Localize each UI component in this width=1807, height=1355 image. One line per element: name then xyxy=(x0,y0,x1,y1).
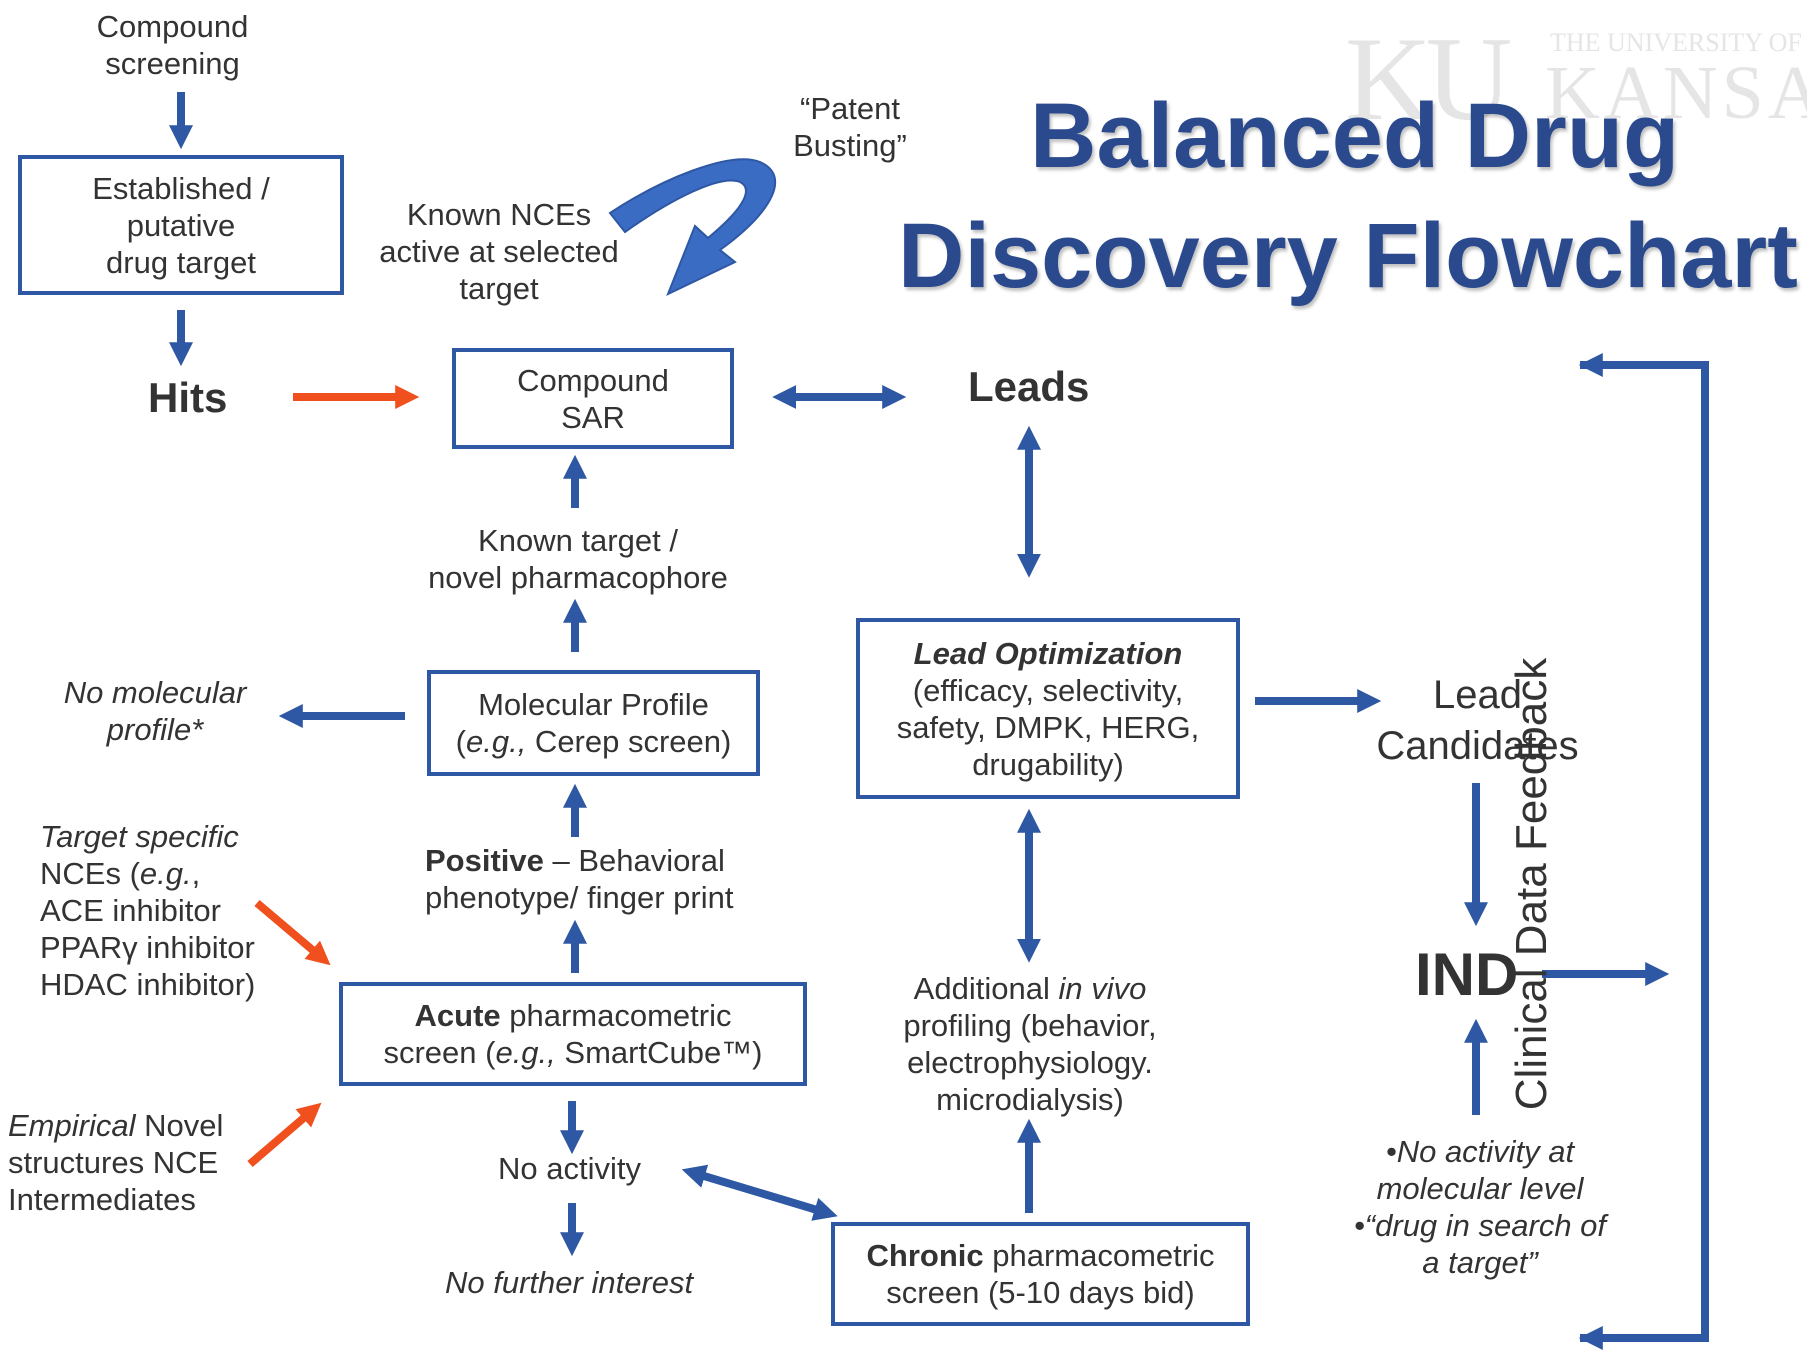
empirical-rest: Novel xyxy=(135,1108,224,1143)
no-molecular-profile-line2: profile* xyxy=(106,712,204,747)
page-title-line2: Discovery Flowchart xyxy=(898,205,1798,307)
additional-pre: Additional xyxy=(913,971,1059,1006)
target-specific-line1: Target specific xyxy=(40,819,239,854)
ku-logo: KU THE UNIVERSITY OF KANSAS xyxy=(1345,12,1807,145)
molecular-profile-open: ( xyxy=(455,724,466,759)
acute-eg: e.g., xyxy=(495,1035,556,1070)
molecular-profile-line1: Molecular Profile xyxy=(478,687,709,722)
ku-logo-bottom: KANSAS xyxy=(1545,51,1807,135)
page-title-line1: Balanced Drug xyxy=(1030,85,1680,187)
target-specific-line3: ACE inhibitor xyxy=(40,893,221,928)
sar-box-line1: Compound xyxy=(517,362,669,398)
no-activity-mol-line1: •No activity at xyxy=(1385,1134,1575,1169)
empirical-line3: Intermediates xyxy=(8,1182,196,1217)
ku-logo-mark: KU xyxy=(1345,12,1512,145)
clinical-data-feedback-label: Clinical Data Feedback xyxy=(1507,657,1556,1111)
target-box-line1: Established / xyxy=(92,170,270,206)
additional-line1: Additional in vivo xyxy=(880,970,1180,1007)
positive-label: Positive – Behavioral phenotype/ finger … xyxy=(425,842,734,916)
additional-invivo: in vivo xyxy=(1058,971,1147,1006)
additional-line2: profiling (behavior, xyxy=(903,1008,1157,1043)
additional-line4: microdialysis) xyxy=(936,1082,1124,1117)
ku-logo-top: THE UNIVERSITY OF xyxy=(1550,28,1802,57)
empirical-label: Empirical Novel structures NCE Intermedi… xyxy=(8,1107,223,1218)
chronic-rest: pharmacometric xyxy=(983,1238,1215,1273)
additional-line3: electrophysiology. xyxy=(907,1045,1153,1080)
target-box-line2: putative xyxy=(126,207,236,243)
acute-smartcube: SmartCube™) xyxy=(555,1035,763,1070)
no-activity-mol-line2: molecular level xyxy=(1376,1171,1584,1206)
target-specific-line4: PPARγ inhibitor xyxy=(40,930,255,965)
sar-box-line2: SAR xyxy=(561,399,625,435)
target-specific-line2: NCEs (e.g., xyxy=(40,855,255,892)
chronic-line1: Chronic pharmacometric xyxy=(867,1237,1215,1274)
target-specific-eg: e.g. xyxy=(139,856,192,891)
patent-busting-curved-arrow xyxy=(608,158,777,297)
positive-line2: phenotype/ finger print xyxy=(425,880,734,915)
clinical-feedback-bracket xyxy=(1580,361,1709,1342)
target-specific-line5: HDAC inhibitor) xyxy=(40,967,256,1002)
known-target-line2: novel pharmacophore xyxy=(428,560,728,595)
no-activity-mol-line4: a target” xyxy=(1422,1245,1538,1280)
lead-candidates-label: Lead Candidates xyxy=(1365,670,1590,772)
arrow-noactivity-chronic xyxy=(681,1164,838,1221)
positive-rest: – Behavioral xyxy=(543,843,725,878)
compound-screening-label: Compound screening xyxy=(60,8,285,82)
ind-label: IND xyxy=(1415,941,1519,1008)
compound-sar-box: Compound SAR xyxy=(452,348,734,449)
lead-optimization-box: Lead Optimization (efficacy, selectivity… xyxy=(856,618,1240,799)
additional-profiling-label: Additional in vivo profiling (behavior, … xyxy=(880,970,1180,1118)
arrow-targetspecific-acute xyxy=(254,899,331,966)
lead-candidates-line1: Lead xyxy=(1433,673,1522,717)
known-nces-line3: target xyxy=(459,271,539,306)
acute-rest: pharmacometric xyxy=(500,998,732,1033)
molecular-profile-eg: e.g., xyxy=(465,724,527,759)
no-activity-label: No activity xyxy=(498,1151,641,1186)
target-specific-nces: NCEs ( xyxy=(40,856,140,891)
known-nces-line2: active at selected xyxy=(379,234,619,269)
molecular-profile-rest: Cerep screen) xyxy=(526,724,732,759)
empirical-line1: Empirical Novel xyxy=(8,1107,223,1144)
known-nces-label: Known NCEs active at selected target xyxy=(368,196,630,307)
acute-line2: screen (e.g., SmartCube™) xyxy=(383,1034,762,1071)
known-target-label: Known target / novel pharmacophore xyxy=(418,522,738,596)
target-box: Established / putative drug target xyxy=(18,155,344,295)
patent-busting-label: “Patent Busting” xyxy=(780,90,920,164)
empirical-line2: structures NCE xyxy=(8,1145,219,1180)
no-further-interest-label: No further interest xyxy=(445,1265,694,1300)
no-activity-molecular-label: •No activity at molecular level •“drug i… xyxy=(1330,1133,1630,1281)
arrow-empirical-acute xyxy=(247,1102,322,1168)
chronic-bold: Chronic xyxy=(866,1238,984,1273)
lead-opt-title: Lead Optimization xyxy=(913,635,1183,671)
compound-screening-text: Compound screening xyxy=(96,9,249,81)
lead-opt-line4: drugability) xyxy=(972,746,1124,782)
acute-screen-pre: screen ( xyxy=(383,1035,496,1070)
molecular-profile-line2: (e.g., Cerep screen) xyxy=(456,723,732,760)
chronic-line2: screen (5-10 days bid) xyxy=(886,1275,1195,1310)
target-specific-label: Target specific NCEs (e.g., ACE inhibito… xyxy=(40,818,255,1003)
chronic-screen-box: Chronic pharmacometric screen (5-10 days… xyxy=(831,1222,1250,1326)
hits-label: Hits xyxy=(148,374,228,421)
acute-bold: Acute xyxy=(414,998,501,1033)
known-nces-line1: Known NCEs xyxy=(406,197,592,232)
positive-line1: Positive – Behavioral xyxy=(425,842,734,879)
lead-candidates-line2: Candidates xyxy=(1376,724,1579,768)
lead-opt-line2: (efficacy, selectivity, xyxy=(912,672,1184,708)
leads-label: Leads xyxy=(968,363,1090,410)
positive-bold: Positive xyxy=(425,843,544,878)
no-molecular-profile-label: No molecular profile* xyxy=(55,674,255,748)
acute-screen-box: Acute pharmacometric screen (e.g., Smart… xyxy=(339,982,807,1086)
known-target-line1: Known target / xyxy=(478,523,678,558)
acute-line1: Acute pharmacometric xyxy=(415,997,732,1034)
target-specific-comma: , xyxy=(191,856,201,891)
patent-busting-line1: “Patent xyxy=(800,91,900,126)
patent-busting-line2: Busting” xyxy=(793,128,907,163)
target-box-line3: drug target xyxy=(106,244,256,280)
empirical-italic: Empirical xyxy=(8,1108,136,1143)
no-activity-mol-line3: •“drug in search of xyxy=(1353,1208,1607,1243)
lead-opt-line3: safety, DMPK, HERG, xyxy=(896,709,1200,745)
molecular-profile-box: Molecular Profile (e.g., Cerep screen) xyxy=(427,670,760,776)
no-molecular-profile-line1: No molecular xyxy=(63,675,247,710)
